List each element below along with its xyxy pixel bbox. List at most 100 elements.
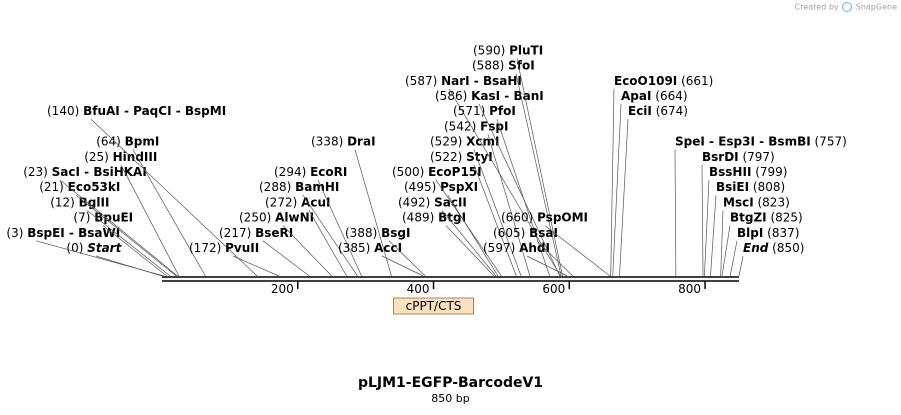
site-leader-line <box>448 88 561 277</box>
site-bsgi[interactable]: (388) BsgI <box>345 226 426 277</box>
site-position: (140) <box>47 104 83 118</box>
site-bpmi[interactable]: (64) BpmI <box>96 135 206 277</box>
site-enzyme-name: SpeI <box>675 135 705 149</box>
site-ecoo109i[interactable]: EcoO109I (661) <box>610 74 714 277</box>
site-pspomi[interactable]: (660) PspOMI <box>501 211 611 277</box>
site-leader-line <box>120 164 180 277</box>
site-separator: - <box>470 74 483 88</box>
site-styi[interactable]: (522) StyI <box>430 150 517 277</box>
site-drai[interactable]: (338) DraI <box>311 135 392 277</box>
snapgene-watermark: Created by SnapGene <box>795 2 897 12</box>
site-btgi[interactable]: (489) BtgI <box>402 211 495 277</box>
site-pfoi[interactable]: (571) PfoI <box>453 104 550 277</box>
site-leader-line <box>526 255 568 277</box>
site-label: (64) BpmI <box>96 135 159 149</box>
site-enzyme-name: BanI <box>513 89 543 103</box>
site-sacii[interactable]: (492) SacII <box>398 195 497 277</box>
site-label: (272) AcuI <box>265 195 331 209</box>
site-enzyme-name: BfuAI <box>83 104 120 118</box>
watermark-brand: SnapGene <box>855 2 897 12</box>
site-position: (808) <box>749 180 785 194</box>
site-ecori[interactable]: (294) EcoRI <box>274 165 362 277</box>
site-leader-line <box>473 164 517 277</box>
site-alwni[interactable]: (250) AlwNI <box>239 211 332 277</box>
site-eco53ki[interactable]: (21) Eco53kI <box>39 180 177 277</box>
site-position: (605) <box>493 226 529 240</box>
site-nari[interactable]: (587) NarI - BsaHI <box>405 74 561 277</box>
site-apai[interactable]: ApaI (664) <box>612 89 688 277</box>
site-ahdi[interactable]: (597) AhdI <box>483 241 568 277</box>
site-label: (590) PluTI <box>473 43 543 57</box>
site-bamhi[interactable]: (288) BamHI <box>259 180 358 277</box>
site-position: (542) <box>444 119 480 133</box>
site-position: (823) <box>754 195 790 209</box>
site-bsiei[interactable]: BsiEI (808) <box>710 180 785 277</box>
site-bspei[interactable]: (3) BspEI - BsaWI <box>6 226 165 277</box>
watermark-prefix: Created by <box>794 2 839 12</box>
site-saci[interactable]: (23) SacI - BsiHKAI <box>23 165 178 277</box>
site-label: (660) PspOMI <box>501 211 588 225</box>
site-leader-line <box>441 210 497 277</box>
site-sfoi[interactable]: (588) SfoI <box>472 59 562 277</box>
site-bglii[interactable]: (12) BglII <box>50 195 171 277</box>
site-enzyme-name: BtgZI <box>730 211 767 225</box>
site-leader-line <box>35 240 165 277</box>
site-enzyme-name: BsiEI <box>716 180 749 194</box>
site-leader-line <box>232 255 279 277</box>
site-enzyme-name: AccI <box>374 241 402 255</box>
site-position: (674) <box>652 104 688 118</box>
site-label: (571) PfoI <box>453 104 516 118</box>
site-enzyme-name: BlpI <box>737 226 763 240</box>
site-pvuii[interactable]: (172) PvuII <box>189 241 279 277</box>
site-enzyme-name: AhdI <box>519 241 550 255</box>
feature-box[interactable] <box>393 297 474 315</box>
site-leader-line <box>90 118 258 277</box>
site-leader-line <box>86 210 171 277</box>
site-label: SpeI - Esp3I - BsmBI (757) <box>675 135 847 149</box>
site-position: (664) <box>651 89 687 103</box>
site-label: (294) EcoRI <box>274 165 347 179</box>
site-label: (542) FspI <box>444 119 509 133</box>
site-ecop15i[interactable]: (500) EcoP15I <box>392 165 502 277</box>
site-position: (338) <box>311 135 347 149</box>
axis-tick-label: 600 <box>542 282 565 296</box>
site-ecii[interactable]: EciI (674) <box>619 104 688 277</box>
site-end[interactable]: End (850) <box>738 241 804 277</box>
site-position: (757) <box>811 135 847 149</box>
site-acci[interactable]: (385) AccI <box>338 241 424 277</box>
site-pluti[interactable]: (590) PluTI <box>473 43 563 277</box>
site-label: MscI (823) <box>723 195 790 209</box>
site-acui[interactable]: (272) AcuI <box>265 195 347 277</box>
site-leader-line <box>721 225 731 277</box>
site-enzyme-name: SacII <box>434 195 467 209</box>
site-label: (489) BtgI <box>402 211 466 225</box>
site-position: (500) <box>392 165 428 179</box>
site-position: (660) <box>501 211 537 225</box>
site-enzyme-name: BsrDI <box>702 150 739 164</box>
site-blpi[interactable]: BlpI (837) <box>729 226 799 277</box>
site-spei[interactable]: SpeI - Esp3I - BsmBI (757) <box>674 135 847 277</box>
site-enzyme-name: BspEI <box>27 226 65 240</box>
site-enzyme-name: PspOMI <box>537 211 588 225</box>
site-bpuei[interactable]: (7) BpuEI <box>73 211 167 277</box>
site-label: BlpI (837) <box>737 226 799 240</box>
site-fspi[interactable]: (542) FspI <box>444 119 531 277</box>
site-position: (661) <box>677 74 713 88</box>
site-leader-line <box>619 119 629 277</box>
site-bsshii[interactable]: BssHII (799) <box>704 165 788 277</box>
site-bsai[interactable]: (605) BsaI <box>493 226 573 277</box>
site-hindiii[interactable]: (25) HindIII <box>84 150 180 277</box>
site-btgzi[interactable]: BtgZI (825) <box>721 211 803 277</box>
site-bfuai[interactable]: (140) BfuAI - PaqCI - BspMI <box>47 104 258 277</box>
site-leader-line <box>487 134 531 277</box>
site-leader-line <box>445 225 495 277</box>
site-bsrdi[interactable]: BsrDI (797) <box>701 150 775 277</box>
site-enzyme-name: BseRI <box>255 226 293 240</box>
site-position: (388) <box>345 226 381 240</box>
site-msci[interactable]: MscI (823) <box>720 195 790 277</box>
site-leader-line <box>317 179 362 277</box>
site-pspxi[interactable]: (495) PspXI <box>404 180 499 277</box>
site-separator: - <box>172 104 185 118</box>
site-bseri[interactable]: (217) BseRI <box>219 226 310 277</box>
axis-tick-label: 800 <box>678 282 701 296</box>
